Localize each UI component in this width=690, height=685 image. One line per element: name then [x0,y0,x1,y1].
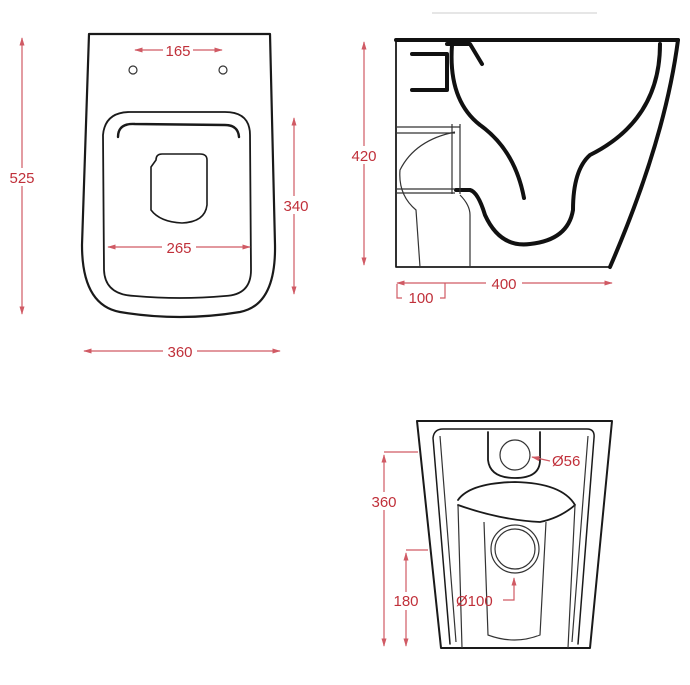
pipe-lines [396,126,460,194]
outlet-channel [483,521,547,641]
top-view-outline [80,32,277,319]
dim-inlet-height: 360 [371,494,396,511]
dim-hinge-spacing: 165 [165,43,190,60]
bowl-profile [449,43,526,200]
rear-inner-edge [439,435,589,643]
rear-view: Ø56 Ø100 360 180 [366,420,613,649]
outlet-side-lines [457,504,576,649]
dim-inlet-diameter: Ø56 [552,453,580,470]
trap-profile [454,42,662,247]
dim-line-100 [396,283,446,299]
rim-flush [445,42,484,66]
dim-depth: 400 [491,276,516,293]
outlet-pipe [459,194,471,267]
hinge-hole-right [218,65,228,75]
drain-opening [150,153,208,224]
dim-height: 420 [351,148,376,165]
bowl-inner-rim [116,122,241,139]
rear-outline [416,420,613,649]
leader-o56 [531,456,551,462]
dim-overall-width: 360 [167,344,192,361]
outlet-circle-outer [490,524,540,574]
inlet-circle [499,439,531,471]
dim-bowl-width: 265 [166,240,191,257]
hinge-hole-left [128,65,138,75]
leader-o100 [503,577,517,601]
dim-outlet-height: 180 [393,593,418,610]
top-view: 525 340 165 265 360 [4,32,312,361]
rear-inner-outline [432,428,595,645]
outlet-circle-inner [494,528,536,570]
dim-outlet-diameter: Ø100 [456,593,493,610]
side-rear-curve [608,38,680,269]
bowl-rim [102,111,252,299]
dim-overall-length: 525 [9,170,34,187]
outlet-curve [399,131,456,268]
inlet-recess [487,431,541,479]
inlet-block [410,52,449,92]
dim-bowl-length: 340 [283,198,308,215]
side-view: 420 400 100 [346,12,680,307]
dim-outlet-offset: 100 [408,290,433,307]
outlet-hood [457,481,576,523]
side-outline [395,39,611,268]
pipe-socket [451,124,461,194]
